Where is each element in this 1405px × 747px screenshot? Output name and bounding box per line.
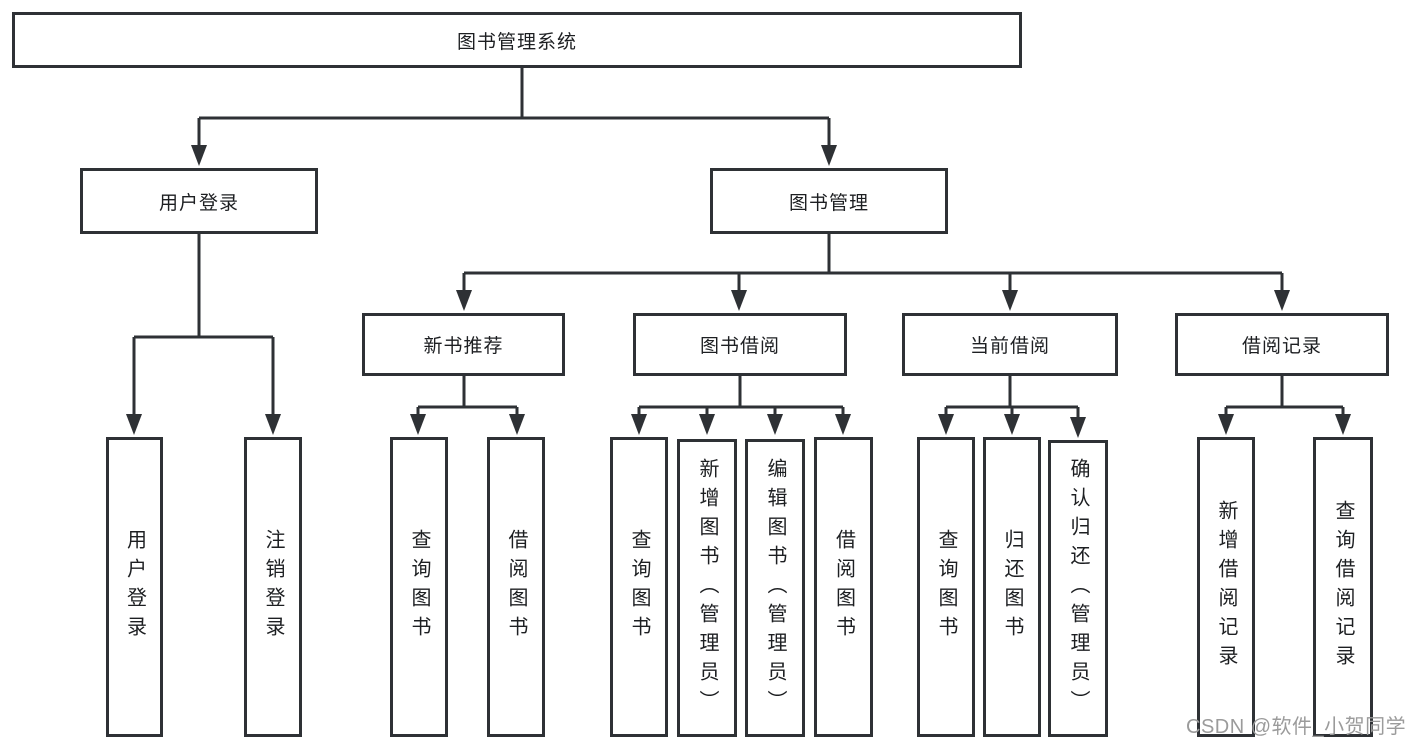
node-borrow-record: 借阅记录: [1175, 313, 1389, 376]
connector-user-login: [132, 234, 275, 416]
node-leaf-add-borrow-record: 新增借阅记录: [1197, 437, 1255, 737]
node-leaf-add-book-admin: 新增图书（管理员）: [677, 439, 737, 737]
connector-root: [197, 68, 831, 146]
node-leaf-query-borrow-record: 查询借阅记录: [1313, 437, 1373, 737]
node-leaf-query-book-1: 查询图书: [390, 437, 448, 737]
node-leaf-confirm-return-admin: 确认归还（管理员）: [1048, 440, 1108, 737]
connector-borrow-record: [1224, 376, 1345, 416]
node-new-book-recommend: 新书推荐: [362, 313, 565, 376]
csdn-watermark: CSDN @软件_小贺同学: [1186, 716, 1405, 738]
node-leaf-edit-book-admin: 编辑图书（管理员）: [745, 439, 805, 737]
connector-current-borrow: [944, 376, 1080, 419]
node-root: 图书管理系统: [12, 12, 1022, 68]
node-leaf-query-book-2: 查询图书: [610, 437, 668, 737]
arrowhead-icons: [126, 145, 1351, 438]
connector-book-mgmt: [462, 234, 1284, 292]
node-leaf-logout: 注销登录: [244, 437, 302, 737]
node-book-borrow: 图书借阅: [633, 313, 847, 376]
connector-new-book: [416, 376, 519, 416]
node-leaf-borrow-book-2: 借阅图书: [814, 437, 873, 737]
node-leaf-query-book-3: 查询图书: [917, 437, 975, 737]
node-user-login: 用户登录: [80, 168, 318, 234]
node-current-borrow: 当前借阅: [902, 313, 1118, 376]
connector-book-borrow: [637, 376, 845, 416]
node-leaf-user-login: 用户登录: [106, 437, 163, 737]
node-leaf-return-book: 归还图书: [983, 437, 1041, 737]
node-leaf-borrow-book-1: 借阅图书: [487, 437, 545, 737]
node-book-mgmt: 图书管理: [710, 168, 948, 234]
